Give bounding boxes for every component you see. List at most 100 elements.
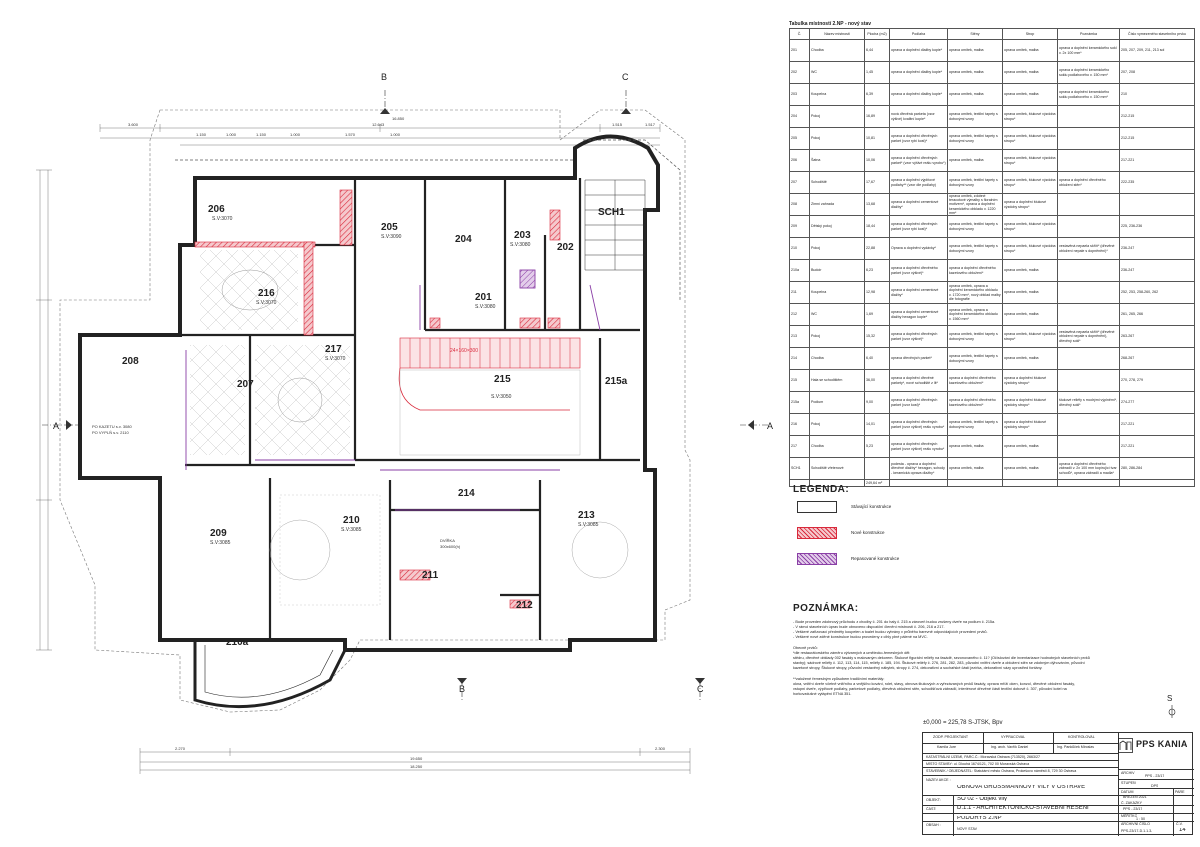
label-archiv: ARCHIV xyxy=(1121,771,1135,775)
schedule-cell: oprava omítek, malba xyxy=(1002,303,1058,327)
col-header-no: Č. xyxy=(789,28,810,40)
schedule-cell: Dětský pokoj xyxy=(809,215,865,239)
schedule-cell: oprava omítek, malba xyxy=(947,457,1003,481)
col-header-floor: Podlaha xyxy=(889,28,948,40)
room-203-number: 203 xyxy=(514,230,531,241)
room-206-number: 206 xyxy=(208,204,225,215)
legend-item-repaired: Repasované konstrukce xyxy=(793,551,1013,573)
dim-top-10: 1.000 xyxy=(390,132,401,137)
room-201-number: 201 xyxy=(475,292,492,303)
schedule-cell: oprava omítek, štukové výzdoba stropu* xyxy=(1002,149,1058,172)
label-meritko: MĚŘÍTKO xyxy=(1121,814,1138,818)
schedule-cell: 274-277 xyxy=(1119,391,1195,415)
schedule-cell: 261, 265, 266 xyxy=(1119,303,1195,327)
elevation-datum: ±0,000 = 225,78 S-JTSK, Bpv xyxy=(923,720,1003,726)
schedule-cell: Hala se schodištěm xyxy=(809,369,865,393)
dim-top-1: 12.643 xyxy=(372,122,385,127)
schedule-cell: oprava dřevěných parket* xyxy=(889,347,948,371)
schedule-cell: 263-267 xyxy=(1119,325,1195,349)
room-207-number: 207 xyxy=(237,379,254,390)
schedule-cell: 222-235 xyxy=(1119,171,1195,194)
value-vypr: Ing. arch. Vavřík Daniel xyxy=(991,745,1029,749)
note-line: okna, vnitřní dveře včetně vnitřního a v… xyxy=(793,682,1075,686)
note-line: - Bude proveden zdobnový průchodu z chod… xyxy=(793,620,996,624)
schedule-cell xyxy=(1057,281,1120,305)
schedule-cell: 22,88 xyxy=(864,237,890,261)
schedule-cell: Koupelna xyxy=(809,83,865,106)
value-kontr: Ing. Pankůček Miroslav xyxy=(1057,745,1095,749)
note-heading: **založené řemeslným způsobem tradičními… xyxy=(793,677,885,681)
schedule-cell: 5,23 xyxy=(864,435,890,459)
axis-b-top: B xyxy=(381,72,387,82)
value-nazev: OBNOVA GROSSMANNOVY VILY V OSTRAVĚ xyxy=(957,785,1086,789)
label-obsah: OBSAH : xyxy=(926,823,941,827)
schedule-cell: 205, 207, 209, 211, 213 sol xyxy=(1119,39,1195,62)
dvirka-note-1: DVÍŘKA xyxy=(440,538,455,543)
schedule-cell xyxy=(1057,127,1120,150)
schedule-cell: 280, 286-284 xyxy=(1119,457,1195,481)
room-210a-number: 210a xyxy=(226,637,249,648)
schedule-grid: Č. Název místnosti Plocha (m2) Podlaha S… xyxy=(789,28,1195,488)
company-logo-icon xyxy=(1118,738,1133,753)
schedule-cell: Schodiště vřetenové xyxy=(809,457,865,481)
dim-top-2: 16.850 xyxy=(392,116,405,121)
schedule-cell: Šatna xyxy=(809,149,865,172)
schedule-cell: oprava omítek, štukové výzdoba stropu* xyxy=(1002,325,1058,349)
dim-top-9: 1.570 xyxy=(345,132,356,137)
room-209-sv: S.V:3085 xyxy=(210,540,231,546)
note-line: stavby); sádrové reliéfy č. 112, 113, 11… xyxy=(793,661,1085,665)
exterior-walls xyxy=(78,134,660,652)
schedule-cell: vestavěná nepaela skříň* (dřevěné oblože… xyxy=(1057,237,1120,261)
dim-bottom-3: 2.300 xyxy=(655,746,666,751)
schedule-cell: oprava omítek, textilní tapety s dobovým… xyxy=(947,105,1003,128)
room-205-sv: S.V:3090 xyxy=(381,234,402,240)
schedule-cell: 211 xyxy=(789,281,810,305)
dim-top-6: 1.000 xyxy=(226,132,237,137)
axis-a-left: A xyxy=(53,421,59,431)
axis-c-top: C xyxy=(622,72,629,82)
schedule-cell: 201 xyxy=(789,39,810,62)
schedule-cell: oprava omítek, zdobné teracotové výmalby… xyxy=(947,192,1003,217)
schedule-cell: oprava a doplnění dřevěných parket* (vzo… xyxy=(889,149,948,172)
schedule-sum-row: 249,64 m² xyxy=(789,479,1195,488)
schedule-header-row: Č. Název místnosti Plocha (m2) Podlaha S… xyxy=(789,28,1195,40)
schedule-cell: oprava omítek, malba xyxy=(1002,457,1058,481)
schedule-cell: 252, 253, 258-260, 262 xyxy=(1119,281,1195,305)
room-206-sv: S.V:3070 xyxy=(212,216,233,222)
schedule-cell: 217-221 xyxy=(1119,149,1195,172)
schedule-cell: oprava omítek, oprava a doplnění keramic… xyxy=(947,303,1003,327)
schedule-cell: oprava a doplnění dřevěného kazetového o… xyxy=(947,369,1003,393)
kazeta-note-2: PO VYPLŇ s.v. 2110 xyxy=(92,430,130,435)
dimension-lines-top xyxy=(99,124,661,146)
schedule-cell: 202 xyxy=(789,61,810,84)
schedule-cell xyxy=(1119,479,1195,488)
schedule-cell: 214 xyxy=(789,347,810,371)
schedule-cell xyxy=(1057,369,1120,393)
schedule-cell: 203 xyxy=(789,83,810,106)
schedule-cell: 236-247 xyxy=(1119,259,1195,283)
schedule-cell: oprava omítek, malba xyxy=(1002,61,1058,84)
value-misto: MÍSTO STAVBY: ul. Dlouhá 1674/121, 702 0… xyxy=(926,762,1030,766)
col-header-name: Název místnosti xyxy=(809,28,865,40)
repaired-elements xyxy=(185,269,601,511)
schedule-cell: oprava a doplnění cementové dlažby* xyxy=(889,281,948,305)
schedule-cell: 213 xyxy=(789,325,810,349)
schedule-cell: 206 xyxy=(789,149,810,172)
schedule-cell: oprava omítek, textilní tapety s dobovým… xyxy=(947,413,1003,437)
north-arrow-icon: S xyxy=(1167,694,1176,718)
schedule-cell: 1,69 xyxy=(864,303,890,327)
axis-a-right: A xyxy=(767,421,773,431)
schedule-cell: 207 xyxy=(789,171,810,194)
room-schedule-table: Tabulka místností 2.NP - nový stav Č. Ná… xyxy=(789,20,1195,488)
label-nazev: NÁZEV AKCE : xyxy=(926,778,951,782)
schedule-cell xyxy=(1057,259,1120,283)
col-header-area: Plocha (m2) xyxy=(864,28,890,40)
room-labels: 206 S.V:3070 205 S.V:3090 204 203 S.V:30… xyxy=(122,204,628,648)
schedule-cell: oprava omítek, oprava a doplnění keramic… xyxy=(947,281,1003,305)
